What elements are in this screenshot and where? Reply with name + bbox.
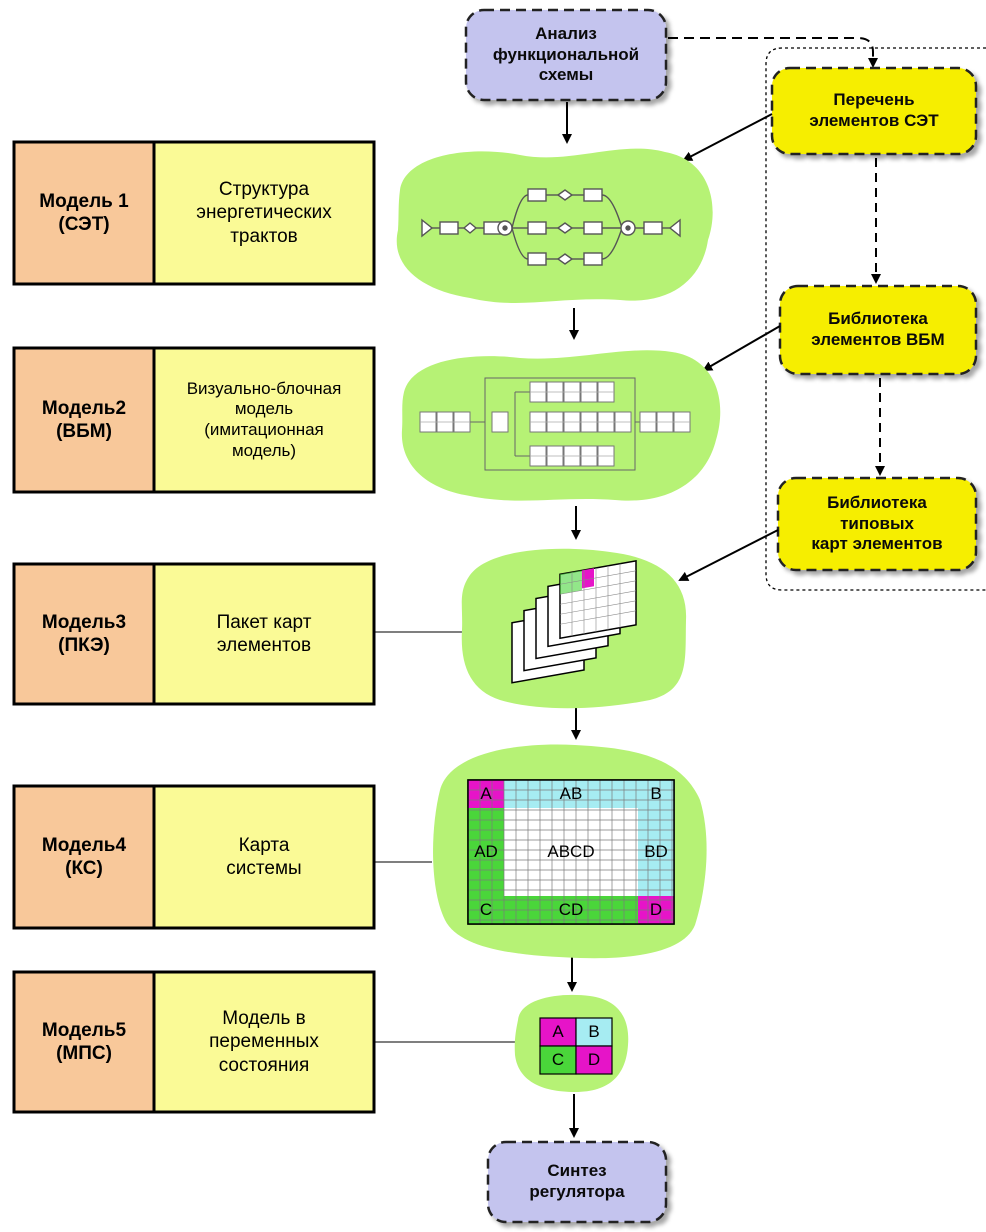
map-label-abcd: ABCD (547, 841, 595, 861)
map-label-d: D (649, 899, 663, 919)
model-box-3 (12, 562, 376, 706)
library-label-cards: Библиотека типовых карт элементов (811, 492, 943, 554)
model-5-desc: Модель в переменных состояния (209, 1008, 319, 1076)
dashed-arrow-analysis-to-list (668, 37, 878, 68)
analysis-box (464, 8, 668, 102)
model-box-5 (12, 970, 376, 1114)
model-1-desc: Структура энергетических трактов (196, 179, 332, 247)
analysis-label: Анализ функциональной схемы (492, 23, 640, 85)
arrow-cards-lib-to-cards (678, 529, 779, 581)
model-4-id: Модель4 (КС) (41, 834, 127, 879)
library-label-vbm: Библиотека элементов ВБМ (811, 309, 945, 349)
state-label-d: D (587, 1049, 601, 1069)
map-label-ab: AB (559, 783, 583, 803)
blob-set (396, 148, 713, 303)
library-box-vbm (778, 284, 978, 376)
model-4-desc: Карта системы (226, 834, 302, 879)
state-label-c: C (551, 1049, 565, 1069)
map-label-b: B (650, 783, 662, 803)
model-2-desc: Визуально-блочная модель (имитационная м… (186, 378, 342, 460)
library-box-cards (776, 476, 978, 572)
state-label-b: B (588, 1021, 600, 1041)
model-box-2 (12, 346, 376, 494)
synthesis-label: Синтез регулятора (529, 1161, 625, 1201)
model-3-desc: Пакет карт элементов (216, 611, 312, 656)
map-label-cd: CD (558, 899, 584, 919)
model-box-1 (12, 140, 376, 286)
set-structure-graph (421, 188, 681, 266)
synthesis-box (486, 1140, 668, 1224)
arrow-list-to-set (682, 113, 773, 161)
library-frame (765, 47, 986, 591)
cards-stack (511, 559, 637, 684)
state-model-grid (539, 1017, 613, 1075)
map-label-ad: AD (474, 841, 498, 861)
model-1-id: Модель 1 (СЭТ) (39, 190, 129, 235)
state-label-a: A (552, 1021, 564, 1041)
model-5-id: Модель5 (МПС) (41, 1019, 127, 1064)
model-2-id: Модель2 (ВБМ) (41, 397, 127, 442)
map-label-a: A (480, 783, 492, 803)
system-map-grid (467, 779, 675, 925)
arrow-vbm-lib-to-vbm (702, 325, 781, 372)
map-label-bd: BD (644, 841, 668, 861)
model-3-id: Модель3 (ПКЭ) (41, 611, 127, 656)
model-box-4 (12, 784, 376, 930)
vbm-block-diagram (419, 377, 691, 471)
library-box-set (770, 66, 978, 156)
library-label-set: Перечень элементов СЭТ (809, 90, 939, 130)
map-label-c: C (479, 899, 493, 919)
